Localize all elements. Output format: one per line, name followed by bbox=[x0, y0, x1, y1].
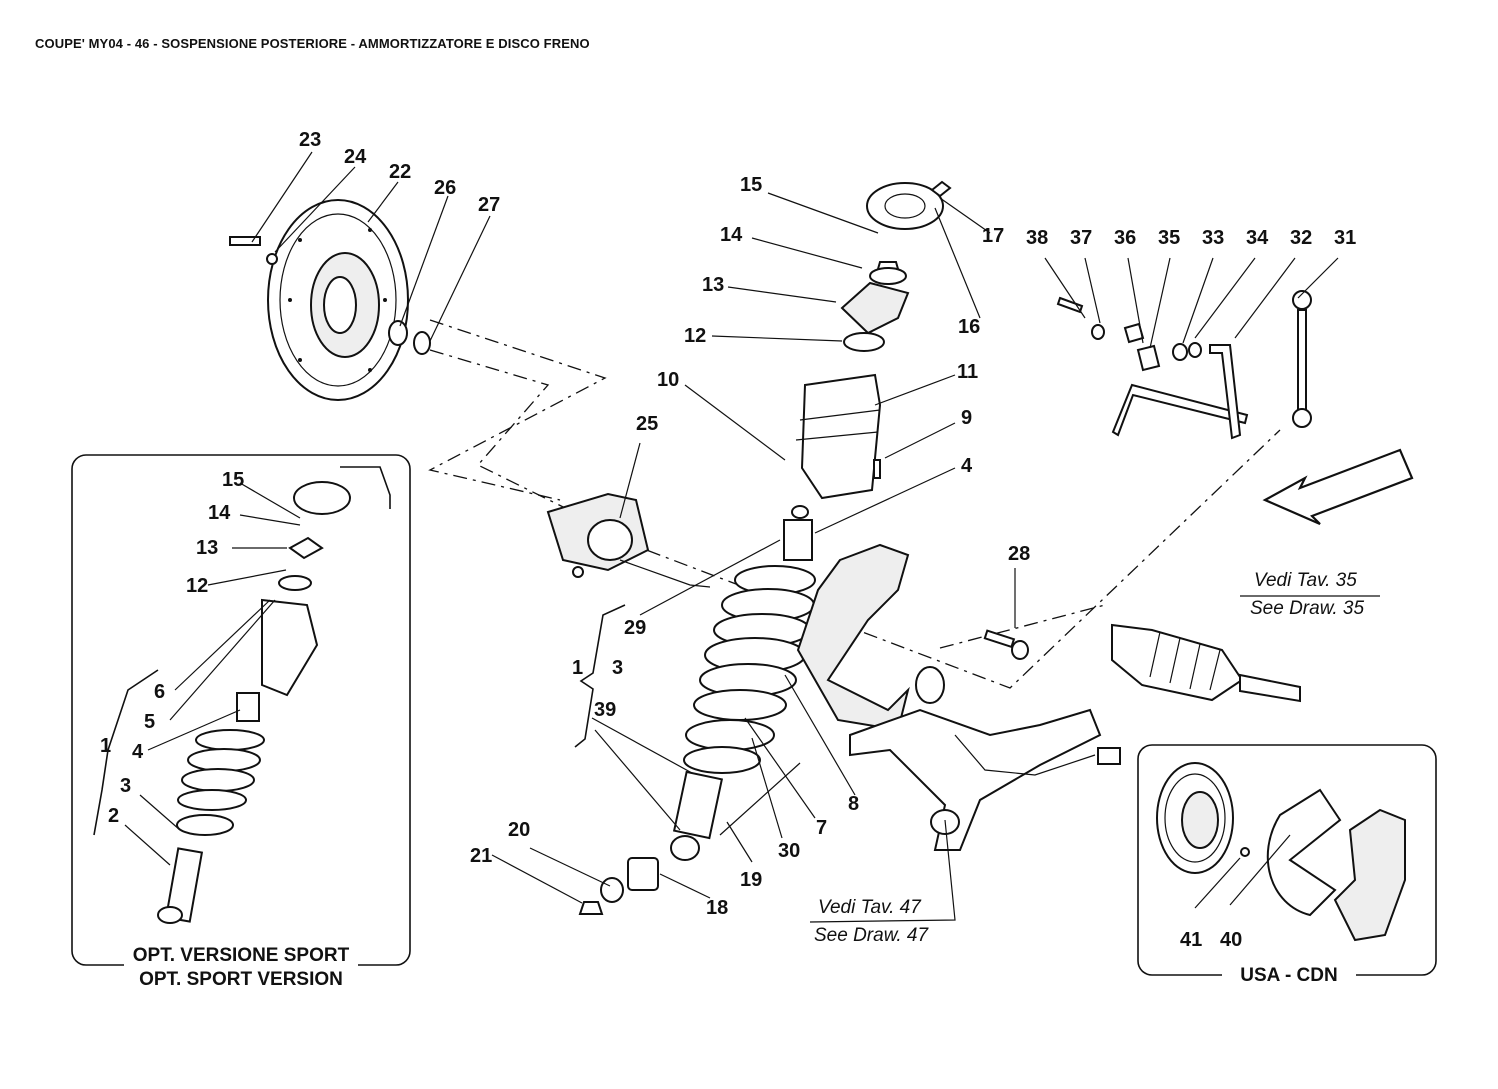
callout-9: 9 bbox=[961, 407, 973, 429]
callout-19: 19 bbox=[740, 869, 763, 891]
callout-26: 26 bbox=[434, 177, 457, 199]
callout-33: 33 bbox=[1202, 227, 1225, 249]
usa-brake-assembly bbox=[1156, 762, 1406, 942]
ref-tav47-it: Vedi Tav. 47 bbox=[818, 897, 921, 918]
callout-3: 3 bbox=[612, 657, 624, 679]
arrow-left-down-icon bbox=[1262, 448, 1414, 526]
callout-20: 20 bbox=[508, 819, 531, 841]
hub-carrier-25 bbox=[546, 492, 711, 588]
ref-tav47-en: See Draw. 47 bbox=[814, 925, 929, 946]
brake-disc-22 bbox=[229, 199, 431, 401]
callout-13: 13 bbox=[702, 274, 725, 296]
callout-11: 11 bbox=[957, 361, 979, 383]
top-mount-stack bbox=[840, 180, 952, 352]
sport-callout-15: 15 bbox=[222, 469, 245, 491]
callout-4: 4 bbox=[961, 455, 973, 477]
coil-spring-8 bbox=[683, 565, 816, 774]
callout-34: 34 bbox=[1246, 227, 1269, 249]
callout-29: 29 bbox=[624, 617, 647, 639]
callout-1: 1 bbox=[572, 657, 584, 679]
callout-40: 40 bbox=[1220, 929, 1243, 951]
anti-roll-bar bbox=[1056, 290, 1312, 440]
callout-15: 15 bbox=[740, 174, 763, 196]
drive-shaft bbox=[1111, 623, 1301, 703]
callout-32: 32 bbox=[1290, 227, 1313, 249]
callout-7: 7 bbox=[816, 817, 828, 839]
sport-callout-13: 13 bbox=[196, 537, 219, 559]
sport-caption-it: OPT. VERSIONE SPORT bbox=[124, 944, 358, 968]
callout-12: 12 bbox=[684, 325, 707, 347]
usa-caption: USA - CDN bbox=[1222, 964, 1356, 988]
callout-23: 23 bbox=[299, 129, 322, 151]
callout-37: 37 bbox=[1070, 227, 1093, 249]
bump-stop-4 bbox=[783, 505, 813, 561]
callout-21: 21 bbox=[470, 845, 493, 867]
sport-callout-14: 14 bbox=[208, 502, 231, 524]
callout-30: 30 bbox=[778, 840, 801, 862]
callout-16: 16 bbox=[958, 316, 981, 338]
sport-caption-en: OPT. SPORT VERSION bbox=[139, 969, 343, 990]
page-title: COUPE' MY04 - 46 - SOSPENSIONE POSTERIOR… bbox=[35, 36, 590, 51]
ref-tav35-en: See Draw. 35 bbox=[1250, 598, 1365, 619]
callout-27: 27 bbox=[478, 194, 501, 216]
bolt-28 bbox=[983, 629, 1029, 660]
leader-lines bbox=[124, 151, 1380, 923]
callout-10: 10 bbox=[657, 369, 680, 391]
callout-18: 18 bbox=[706, 897, 729, 919]
sport-callout-12: 12 bbox=[186, 575, 209, 597]
lower-control-arm bbox=[849, 708, 1121, 851]
callout-14: 14 bbox=[720, 224, 743, 246]
sport-callout-5: 5 bbox=[144, 711, 156, 733]
callout-24: 24 bbox=[344, 146, 367, 168]
callout-38: 38 bbox=[1026, 227, 1049, 249]
ref-tav35-it: Vedi Tav. 35 bbox=[1254, 570, 1357, 591]
sport-damper-assembly bbox=[157, 466, 391, 924]
rear-upright bbox=[796, 543, 945, 732]
callout-39: 39 bbox=[594, 699, 617, 721]
sport-callout-3: 3 bbox=[120, 775, 132, 797]
callout-36: 36 bbox=[1114, 227, 1137, 249]
callout-35: 35 bbox=[1158, 227, 1181, 249]
sport-callout-6: 6 bbox=[154, 681, 166, 703]
sport-callout-1: 1 bbox=[100, 735, 112, 757]
callout-28: 28 bbox=[1008, 543, 1031, 565]
callout-8: 8 bbox=[848, 793, 860, 815]
callout-25: 25 bbox=[636, 413, 659, 435]
dust-cover-10 bbox=[795, 373, 882, 500]
callout-17: 17 bbox=[982, 225, 1005, 247]
callout-41: 41 bbox=[1180, 929, 1203, 951]
sport-callout-2: 2 bbox=[108, 805, 120, 827]
damper-body bbox=[578, 762, 801, 915]
callout-22: 22 bbox=[389, 161, 412, 183]
sport-callout-4: 4 bbox=[132, 741, 144, 763]
callout-31: 31 bbox=[1334, 227, 1357, 249]
